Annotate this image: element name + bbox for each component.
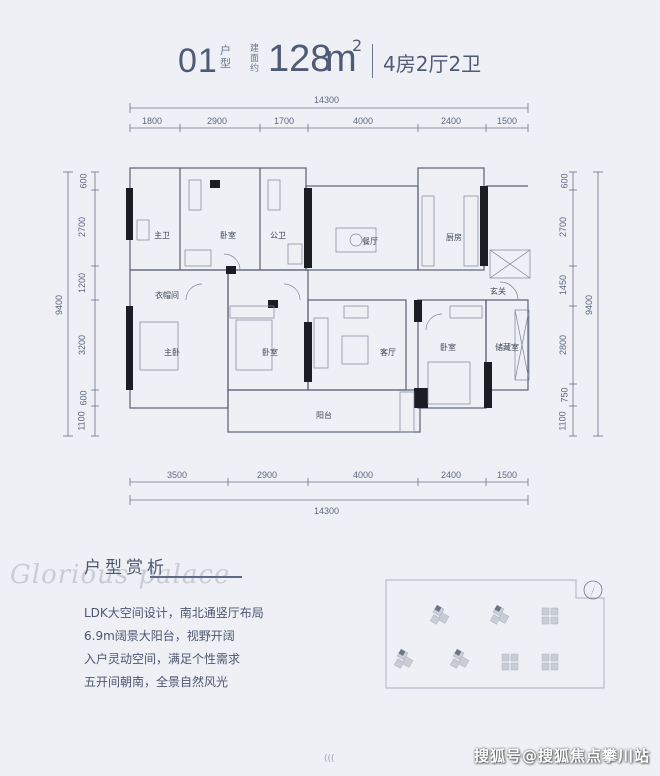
dim-left-1: 600 (78, 173, 89, 189)
section-script-title: Glorious palace (10, 560, 231, 590)
room-bedroom-a: 卧室 (220, 231, 236, 240)
site-boundary (385, 579, 605, 689)
dim-top-6: 1500 (497, 116, 518, 126)
site-keyplan (385, 579, 605, 689)
unit-type-label: 户型 (220, 44, 231, 70)
dim-bottom-2: 2900 (257, 470, 278, 480)
area-superscript: 2 (352, 36, 363, 55)
plan-header: 01 户型 建面约 128 m 2 4房2厅2卫 (0, 36, 660, 88)
dim-total-bottom: 14300 (314, 506, 340, 516)
dim-left-total: 9400 (54, 294, 65, 316)
dim-right-2: 2700 (558, 216, 569, 238)
room-public-bath: 公卫 (270, 231, 286, 240)
room-kitchen: 厨房 (446, 233, 462, 242)
dim-top-5: 2400 (441, 116, 462, 126)
room-dining: 餐厅 (362, 237, 378, 246)
area-label: 建面约 (250, 44, 260, 74)
building-blocks (393, 604, 559, 671)
room-master-bed: 主卧 (164, 348, 180, 357)
area-unit: m (325, 38, 357, 80)
feature-item-3: 入户灵动空间，满足个性需求 (84, 652, 241, 666)
dim-top-4: 4000 (353, 116, 374, 126)
dim-left-4: 3200 (77, 334, 88, 356)
dim-right-3: 1450 (558, 274, 569, 296)
room-master-bath: 主卫 (154, 231, 170, 240)
dimension-lines (63, 103, 603, 505)
room-bedroom-b: 卧室 (262, 348, 278, 357)
room-closet: 衣帽间 (155, 291, 179, 300)
dim-top-1: 1800 (142, 116, 163, 126)
dim-bottom-3: 4000 (353, 470, 374, 480)
section-underline (150, 576, 242, 578)
dim-right-6: 1100 (557, 411, 568, 431)
furniture (136, 179, 531, 433)
dim-right-4: 2800 (558, 334, 569, 356)
wall-outline (129, 167, 529, 433)
room-living: 客厅 (380, 348, 396, 357)
dim-bottom-4: 2400 (441, 470, 462, 480)
dim-left-6: 1100 (76, 411, 87, 431)
dim-right-5: 750 (559, 387, 570, 403)
dim-top-2: 2900 (207, 116, 228, 126)
room-balcony: 阳台 (316, 411, 332, 420)
dim-left-2: 2700 (77, 216, 88, 238)
area-value: 128 (268, 38, 332, 80)
dim-bottom-1: 3500 (167, 470, 188, 480)
dim-right-total: 9400 (584, 294, 595, 316)
floor-plan (63, 103, 603, 505)
dim-left-5: 600 (78, 390, 89, 406)
feature-item-2: 6.9m阔景大阳台，视野开阔 (84, 629, 235, 643)
room-storage: 储藏室 (495, 343, 519, 352)
room-bedroom-c: 卧室 (440, 343, 456, 352)
feature-item-1: LDK大空间设计，南北通竖厅布局 (84, 606, 264, 620)
bottom-decoration: ((( (324, 754, 335, 764)
dim-right-1: 600 (559, 173, 570, 189)
section-title: 户型赏析 (84, 558, 168, 578)
feature-list: LDK大空间设计，南北通竖厅布局 6.9m阔景大阳台，视野开阔 入户灵动空间，满… (84, 602, 264, 694)
room-entrance: 玄关 (490, 287, 506, 296)
highlighted-building (398, 605, 502, 656)
unit-number: 01 (178, 42, 218, 80)
structural-columns (126, 180, 492, 408)
feature-item-4: 五开间朝南，全景自然风光 (84, 675, 229, 689)
dim-left-3: 1200 (77, 272, 88, 294)
north-arrow-icon (583, 580, 603, 600)
layout-summary: 4房2厅2卫 (383, 52, 482, 76)
header-separator (372, 44, 373, 78)
dim-bottom-5: 1500 (497, 470, 518, 480)
dim-total-top: 14300 (314, 95, 340, 105)
dim-top-3: 1700 (274, 116, 295, 126)
watermark: 搜狐号@搜狐焦点攀川站 (473, 747, 650, 765)
